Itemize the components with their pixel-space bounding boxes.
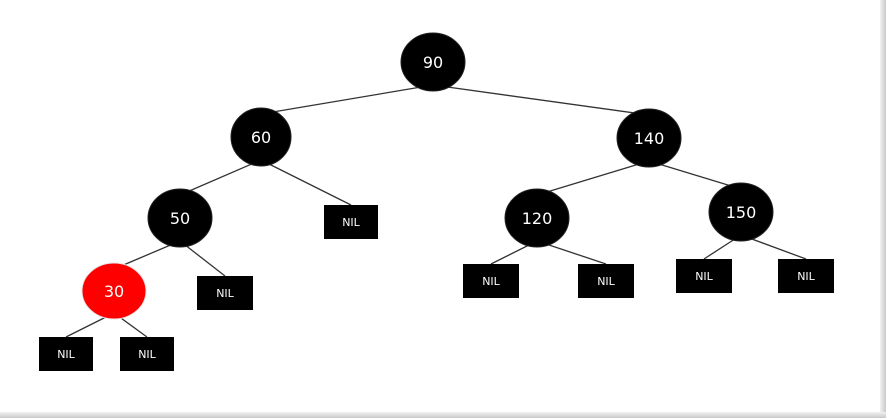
node-circle [616,108,682,168]
node-circle [400,32,466,92]
nil-label: NIL [482,275,500,288]
nil-box [120,337,174,371]
nil-box [197,276,253,310]
node-label: 60 [251,128,271,147]
node-label: 120 [522,209,553,228]
node-label: 30 [104,282,124,301]
black-node-140: 140 [616,108,682,168]
node-circle [81,262,147,320]
edge-n90-n140 [432,84,650,116]
black-node-150: 150 [708,182,774,242]
red-node-30: 30 [81,262,147,320]
node-label: 90 [423,53,443,72]
edge-n90-n60 [260,84,434,115]
nil-box [463,264,519,298]
nil-box [324,205,378,239]
frame-shadow-bottom [0,412,886,418]
node-circle [147,188,213,248]
black-node-60: 60 [230,107,292,167]
edge-n140-n120 [536,160,650,196]
nil-leaf: NIL [778,259,834,293]
edge-n60-n50 [179,159,262,196]
node-label: 50 [170,209,190,228]
nil-leaf: NIL [120,337,174,371]
nil-leaf: NIL [463,264,519,298]
nil-leaf: NIL [578,264,634,298]
nil-label: NIL [342,216,360,229]
nil-box [39,337,93,371]
node-circle [708,182,774,242]
nil-box [778,259,834,293]
nil-label: NIL [597,275,615,288]
nil-box [676,259,732,293]
black-node-120: 120 [504,188,570,248]
black-node-50: 50 [147,188,213,248]
black-node-90: 90 [400,32,466,92]
nil-leaf: NIL [197,276,253,310]
nil-leaf: NIL [39,337,93,371]
node-label: 140 [634,129,665,148]
nil-leaf: NIL [324,205,378,239]
node-circle [230,107,292,167]
nil-label: NIL [57,348,75,361]
frame-shadow-right [880,0,886,418]
nil-label: NIL [216,287,234,300]
edge-n140-n150 [648,160,742,190]
node-circle [504,188,570,248]
nil-leaf: NIL [676,259,732,293]
nil-label: NIL [138,348,156,361]
node-label: 150 [726,203,757,222]
edge-n50-nil50r [179,240,226,277]
nil-label: NIL [797,270,815,283]
nil-label: NIL [695,270,713,283]
nil-box [578,264,634,298]
edge-n60-nil60r [260,159,352,206]
